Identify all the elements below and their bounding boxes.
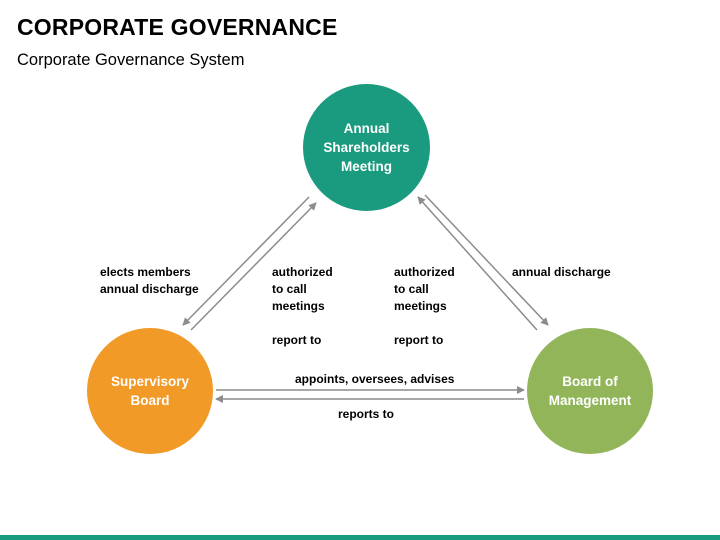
node-supervisory-board: Supervisory Board (87, 328, 213, 454)
node-board-of-management: Board of Management (527, 328, 653, 454)
slide-subtitle: Corporate Governance System (17, 51, 245, 69)
arrow-shareholders-to-management (424, 194, 549, 326)
edge-label-appoints-oversees: appoints, oversees, advises (295, 372, 455, 386)
arrow-management-to-shareholders (417, 196, 538, 331)
bottom-accent-bar (0, 535, 720, 540)
node-label: Board of Management (548, 374, 632, 408)
node-label: Annual Shareholders Meeting (323, 121, 410, 174)
edge-label-annual-discharge: annual discharge (512, 265, 611, 279)
edge-label-elects-members: elects members annual discharge (100, 265, 199, 296)
edge-label-reports-to: reports to (338, 407, 395, 421)
arrow-shareholders-to-supervisory (182, 196, 310, 326)
edge-label-management-authorized: authorized to call meetings report to (394, 265, 455, 347)
node-annual-shareholders-meeting: Annual Shareholders Meeting (303, 84, 430, 211)
arrow-supervisory-to-shareholders (190, 202, 317, 331)
node-label: Supervisory Board (110, 374, 190, 408)
edge-label-supervisory-authorized: authorized to call meetings report to (272, 265, 333, 347)
slide-title: CORPORATE GOVERNANCE (17, 14, 338, 40)
